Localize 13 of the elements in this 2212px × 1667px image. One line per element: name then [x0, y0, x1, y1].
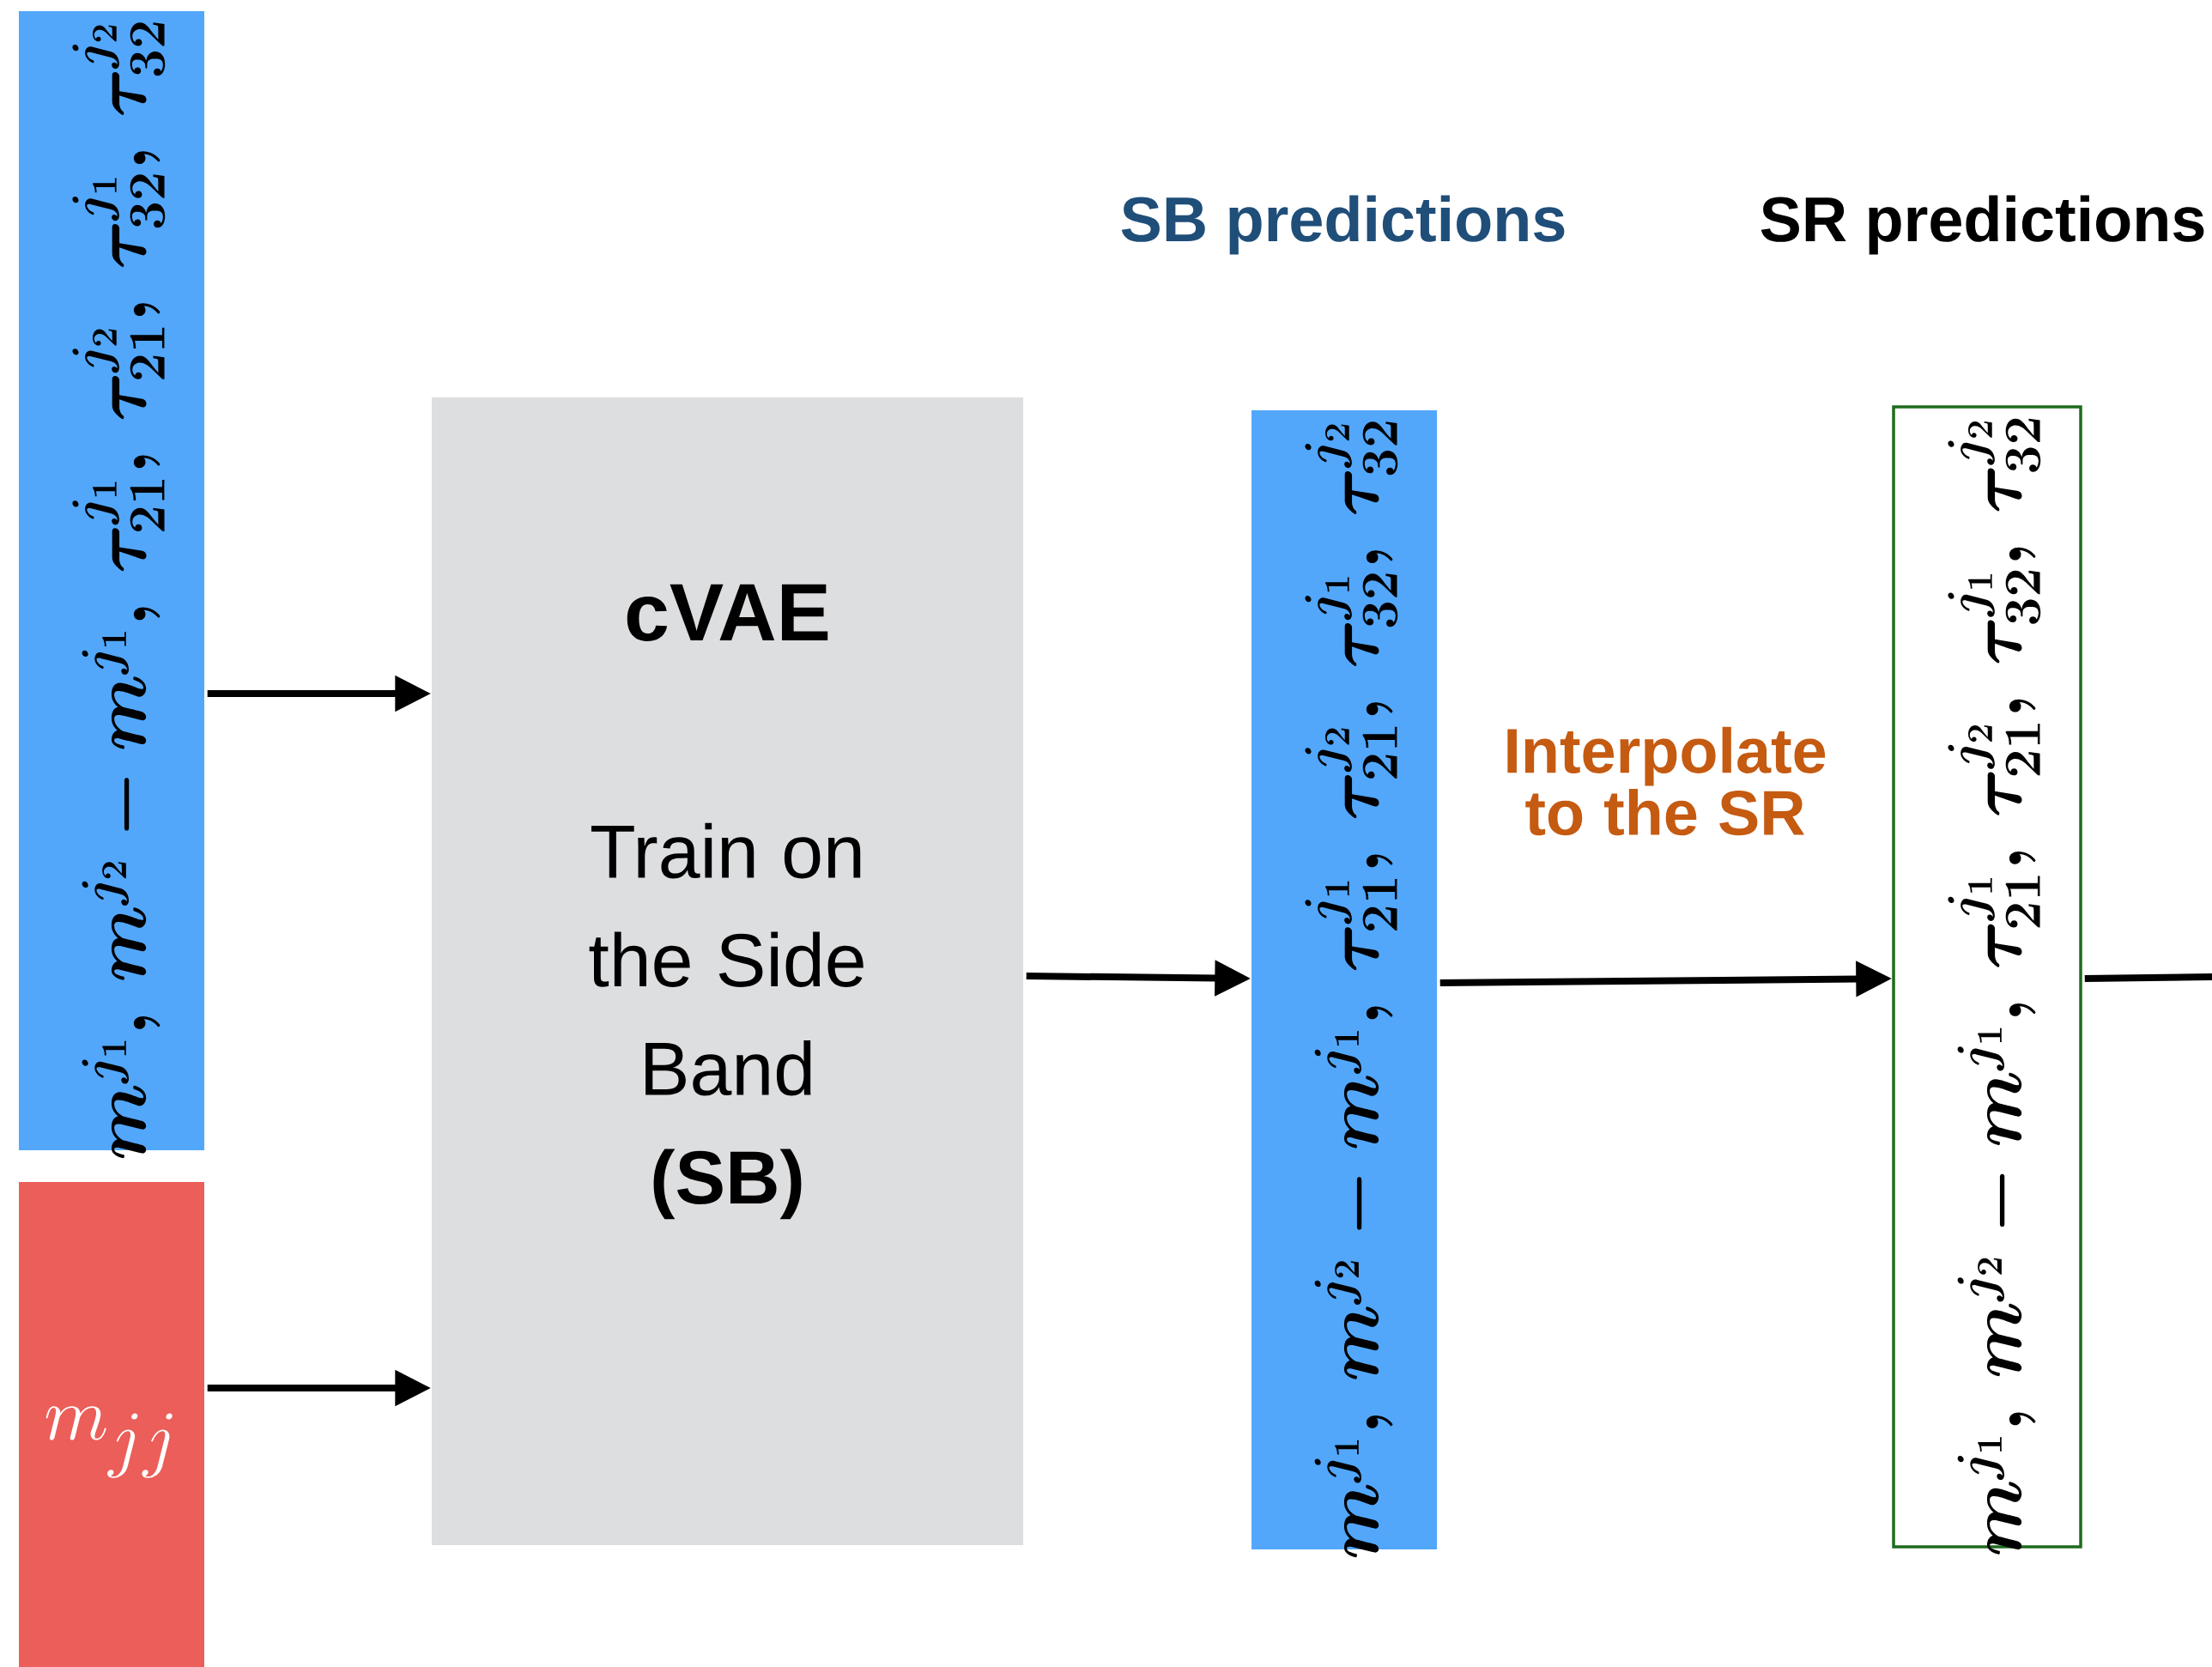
box-text: cVAE Train on the Side Band (SB): [589, 584, 864, 1220]
heading: SB predictions: [1121, 195, 1565, 255]
formula: $m^{j_1},\, m^{j_2}-m^{j_1},\, \tau_{21}^{j_1},\, \tau_{21}^{j_2},\, \tau_{32}^{j_1},\, \tau_{32}^{j_2}$: [72, 22, 166, 1159]
formula: $m^{j_1},\, m^{j_2}-m^{j_1},\, \tau_{21}^{j_1},\, \tau_{21}^{j_2},\, \tau_{32}^{j_1},\, \tau_{32}^{j_2}$: [1948, 418, 2041, 1555]
feature-bar: [19, 1182, 204, 1667]
process-box: [432, 397, 1023, 1546]
edge-label: Interpolate to the SR: [1507, 726, 1826, 836]
node-label: Train on the Side Band: [589, 822, 864, 1096]
formula: $m_{jj}$: [45, 1406, 173, 1478]
heading: SR predictions: [1761, 195, 2204, 255]
node-label: cVAE: [627, 584, 828, 641]
formula: $m^{j_1},\, m^{j_2}-m^{j_1},\, \tau_{21}^{j_1},\, \tau_{21}^{j_2},\, \tau_{32}^{j_1},\, \tau_{32}^{j_2}$: [1305, 421, 1398, 1558]
node-label: (SB): [653, 1149, 802, 1220]
